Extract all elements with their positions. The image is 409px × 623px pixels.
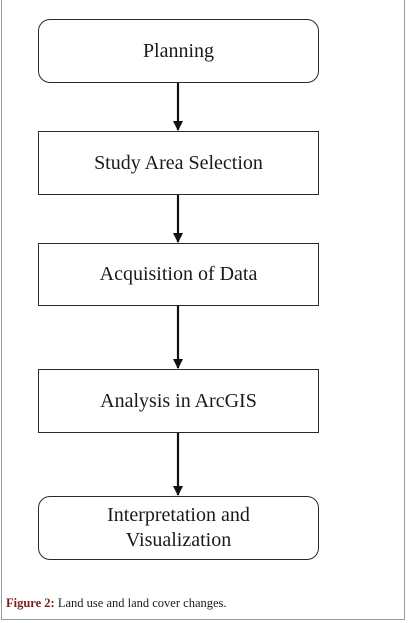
step-analysis-in-arcgis: Analysis in ArcGIS <box>38 369 319 433</box>
step-interpretation-label: Interpretation and Visualization <box>107 504 250 551</box>
figure-caption: Figure 2: Land use and land cover change… <box>6 596 227 611</box>
caption-text: Land use and land cover changes. <box>57 596 227 610</box>
step-planning: Planning <box>38 19 319 83</box>
caption-label: Figure 2: <box>6 596 55 610</box>
step-acquisition-of-data: Acquisition of Data <box>38 243 319 306</box>
step-study-area-selection: Study Area Selection <box>38 131 319 195</box>
step-interpretation-and-visualization: Interpretation and Visualization <box>38 496 319 560</box>
